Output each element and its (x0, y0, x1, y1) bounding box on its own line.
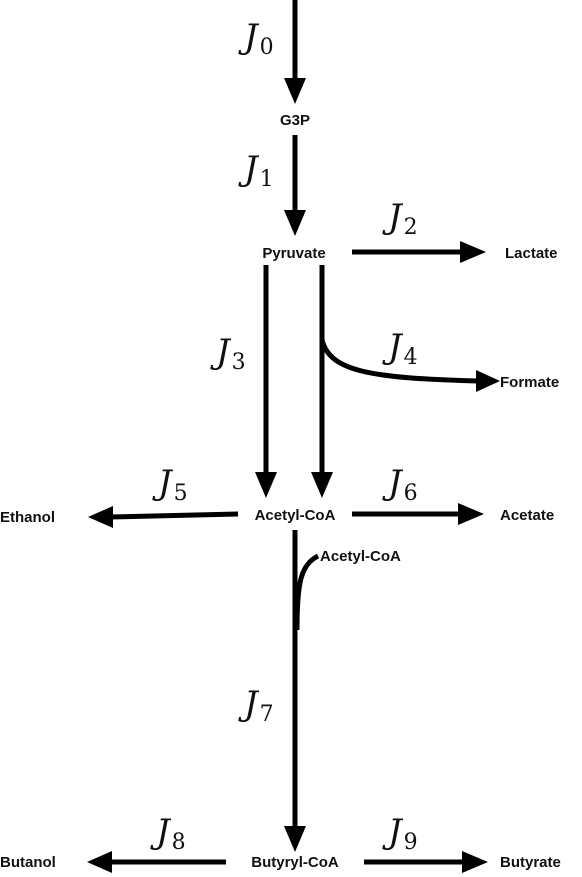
flux-label-j9: J9 (382, 812, 418, 855)
flux-label-j4: J4 (382, 327, 418, 370)
flux-label-j5: J5 (152, 463, 188, 506)
edge-j9 (364, 851, 488, 873)
edge-j5 (88, 506, 239, 528)
metabolite-ethanol: Ethanol (0, 509, 55, 526)
flux-label-j7: J7 (238, 684, 274, 727)
metabolite-pyruvate: Pyruvate (262, 245, 325, 262)
metabolite-butanol: Butanol (0, 854, 56, 871)
metabolite-acetate: Acetate (500, 507, 554, 524)
edge-j4 (319, 339, 500, 392)
flux-label-j1: J1 (238, 149, 274, 192)
metabolite-acetyl-coa: Acetyl-CoA (255, 507, 336, 524)
edge-pyruvate-acetylcoa-right (311, 265, 333, 498)
edge-j8 (87, 851, 226, 873)
edge-j6 (352, 503, 484, 525)
metabolite-formate: Formate (500, 374, 559, 391)
edge-j7 (284, 530, 306, 852)
metabolite-butyryl-coa: Butyryl-CoA (251, 854, 339, 871)
edge-j3 (255, 265, 277, 498)
metabolite-g3p: G3P (280, 112, 310, 129)
flux-label-j8: J8 (150, 812, 186, 855)
flux-label-j0: J0 (238, 17, 274, 60)
metabolite-acetyl-coa-input: Acetyl-CoA (320, 548, 401, 565)
metabolite-butyrate: Butyrate (500, 854, 561, 871)
flux-label-j6: J6 (382, 463, 418, 506)
metabolite-lactate: Lactate (505, 245, 558, 262)
flux-label-j3: J3 (210, 332, 246, 375)
flux-label-j2: J2 (382, 197, 418, 240)
edge-acetylcoa-input (294, 553, 320, 631)
edge-j0 (284, 0, 306, 104)
edge-j2 (352, 241, 486, 263)
edge-j1 (284, 135, 306, 236)
